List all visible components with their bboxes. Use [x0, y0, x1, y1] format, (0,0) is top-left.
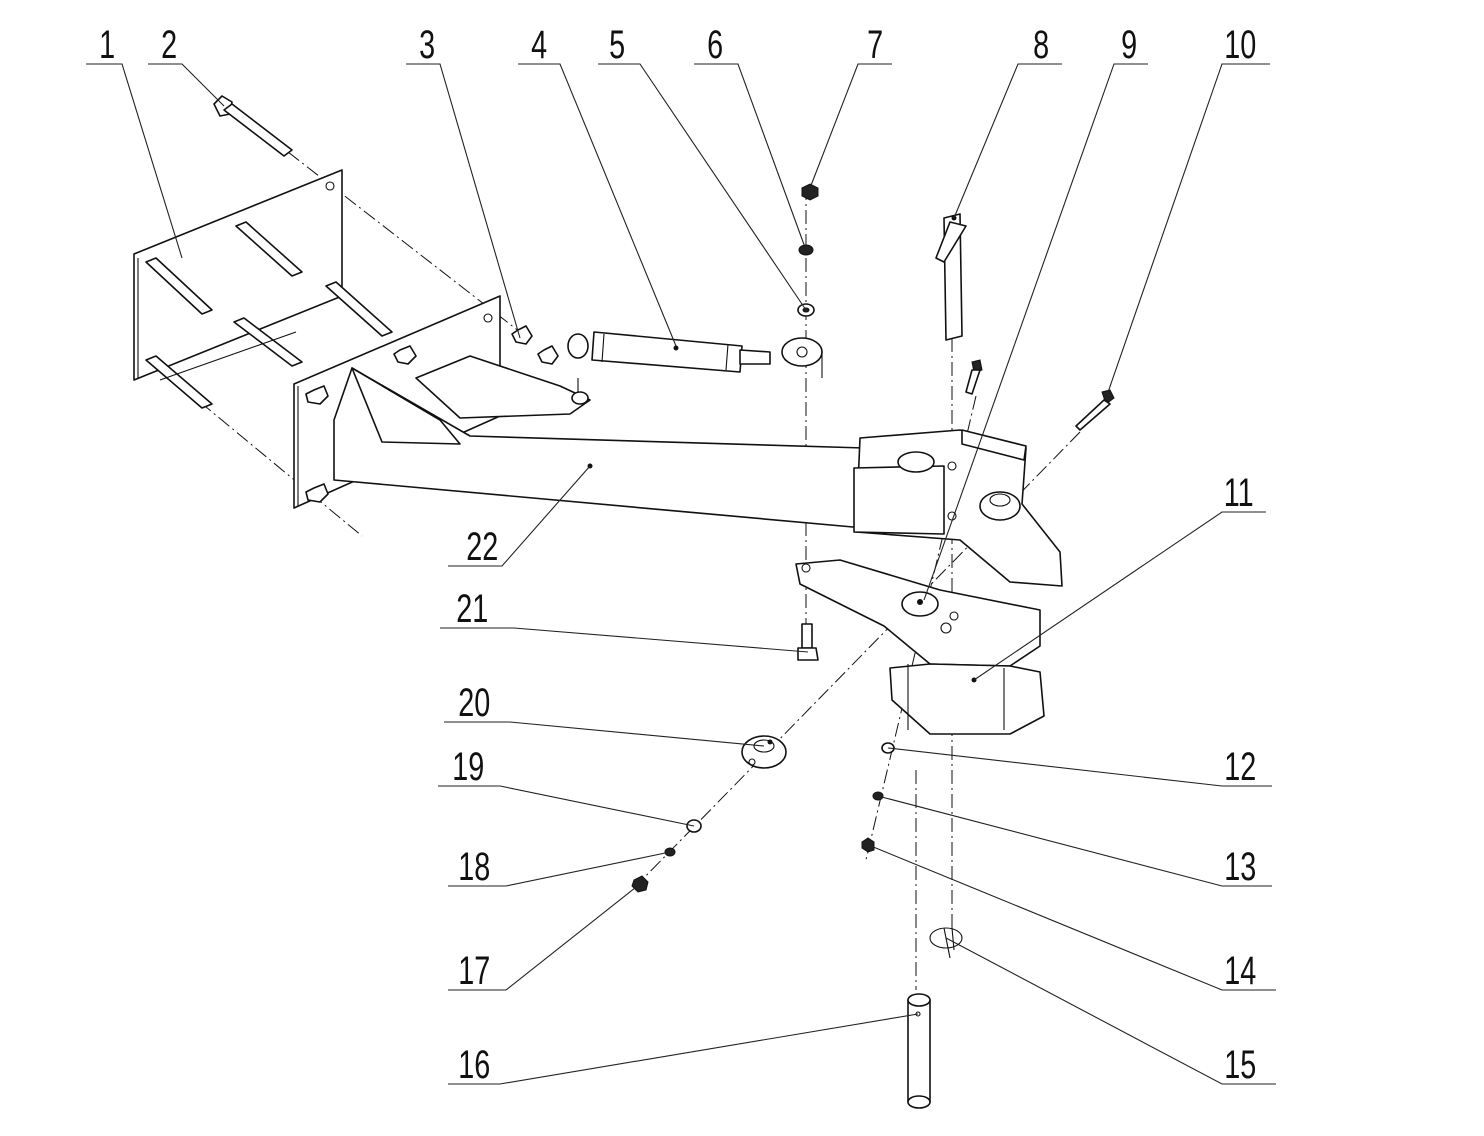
callout-19: 19	[452, 744, 484, 789]
callout-11: 11	[1224, 470, 1254, 515]
plate-nuts	[305, 325, 559, 503]
small-bolt-10	[1075, 389, 1115, 431]
leader-lines	[86, 63, 1276, 1085]
callout-10: 10	[1224, 22, 1256, 67]
callout-3: 3	[419, 22, 435, 67]
lower-bracket	[795, 559, 1045, 735]
callout-labels: 1 2 3 4 5 6 7 8 9 10 11 12 13 14 15 16 1…	[99, 22, 1256, 1087]
callout-2: 2	[161, 22, 177, 67]
callout-17: 17	[458, 948, 490, 993]
lower-left-fasteners	[631, 819, 702, 893]
callout-16: 16	[458, 1042, 490, 1087]
callout-14: 14	[1224, 948, 1256, 993]
callout-7: 7	[867, 22, 883, 67]
arm-head-bracket	[853, 429, 1063, 587]
main-arm	[333, 355, 865, 529]
hydraulic-cylinder	[567, 331, 823, 378]
top-fasteners	[797, 183, 819, 317]
shoulder-bolt	[797, 623, 819, 661]
callout-18: 18	[458, 844, 490, 889]
callout-21: 21	[456, 586, 488, 631]
callout-5: 5	[609, 22, 625, 67]
callout-20: 20	[458, 680, 490, 725]
callout-22: 22	[466, 524, 498, 569]
callout-13: 13	[1224, 844, 1256, 889]
long-bolt	[213, 95, 293, 157]
callout-1: 1	[99, 22, 115, 67]
collar	[741, 735, 787, 769]
callout-4: 4	[531, 22, 547, 67]
lower-right-fasteners	[861, 742, 895, 853]
callout-9: 9	[1121, 22, 1137, 67]
callout-6: 6	[707, 22, 723, 67]
ring-clip	[929, 927, 963, 959]
callout-12: 12	[1224, 744, 1256, 789]
lower-pin	[907, 993, 931, 1109]
callout-8: 8	[1033, 22, 1049, 67]
handle-pin	[935, 213, 967, 341]
small-bolt-9	[965, 359, 983, 395]
nut-7	[801, 183, 819, 201]
callout-15: 15	[1224, 1042, 1256, 1087]
